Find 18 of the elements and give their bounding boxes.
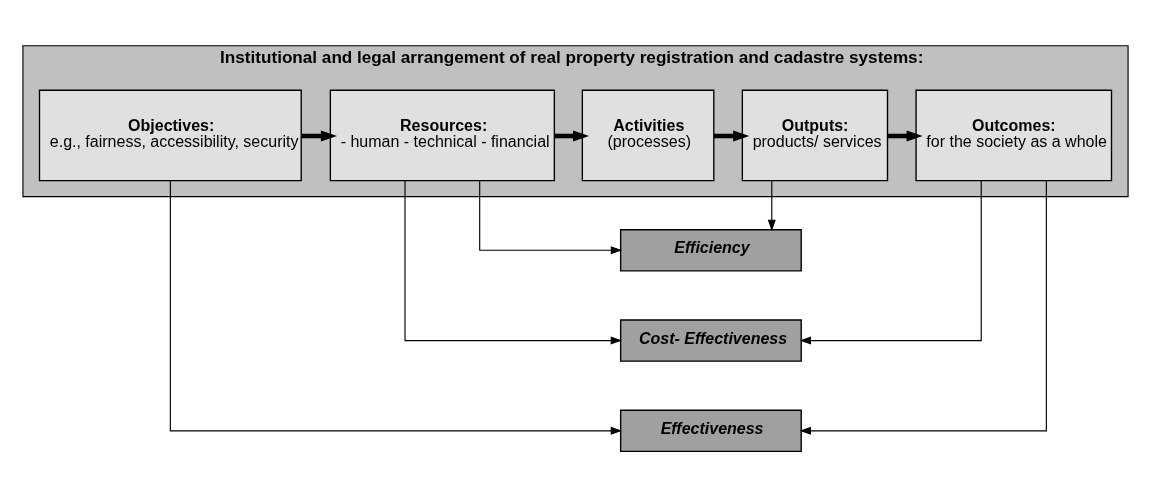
node-box: Outcomes: for the society as a whole xyxy=(915,89,1113,182)
arrow xyxy=(479,180,623,255)
node-box: Activities (processes) xyxy=(581,89,715,182)
arrow xyxy=(554,130,590,142)
arrow xyxy=(887,130,923,142)
node-box: Objectives: e.g., fairness, accessibility, security xyxy=(38,89,302,182)
node-box: Effectiveness xyxy=(619,409,802,453)
arrow xyxy=(767,180,776,232)
node-box: Efficiency xyxy=(619,229,802,272)
arrow xyxy=(301,130,337,142)
arrow xyxy=(169,180,623,435)
arrow xyxy=(799,180,982,345)
arrow xyxy=(404,180,623,345)
node-box: Outputs: products/ services xyxy=(741,89,889,182)
arrow xyxy=(799,180,1047,435)
node-box: Cost- Effectiveness xyxy=(619,319,802,362)
node-box: Resources: - human - technical - financial xyxy=(329,89,556,182)
arrow xyxy=(714,130,750,142)
